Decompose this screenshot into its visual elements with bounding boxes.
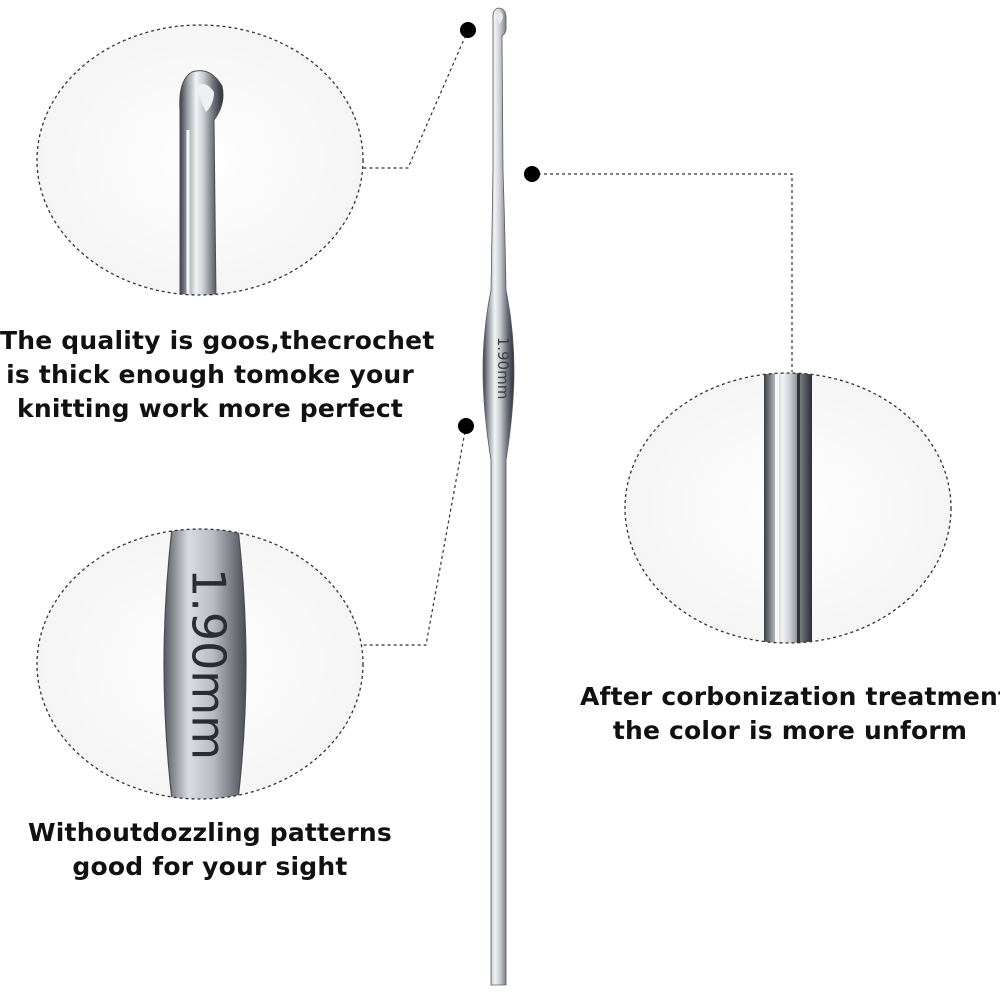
callout-leaders — [360, 29, 793, 646]
caption-carbonization: After corbonization treatment, the color… — [580, 680, 1000, 748]
caption-line: good for your sight — [72, 852, 348, 881]
caption-quality: The quality is goos,thecrochet is thick … — [0, 324, 435, 426]
engraved-grip-closeup-image: 1.90mm — [36, 528, 364, 800]
size-engraving: 1.90mm — [494, 337, 512, 400]
hook-tip-closeup-image — [36, 24, 364, 296]
caption-line: Withoutdozzling patterns — [28, 818, 392, 847]
caption-line: knitting work more perfect — [17, 394, 403, 423]
caption-line: The quality is goos,thecrochet — [0, 326, 435, 355]
callout-dot-tip — [460, 22, 476, 38]
caption-sight: Withoutdozzling patterns good for your s… — [0, 816, 420, 884]
shaft-closeup-image — [624, 372, 952, 644]
grip-size-engraving: 1.90mm — [182, 568, 236, 760]
callout-dot-shaft — [524, 166, 540, 182]
crochet-hook-image: 1.90mm — [482, 7, 515, 986]
caption-line: the color is more unform — [612, 716, 968, 745]
callout-dot-grip — [458, 418, 474, 434]
caption-line: is thick enough tomoke your — [6, 360, 414, 389]
caption-line: After corbonization treatment, — [580, 682, 1000, 711]
